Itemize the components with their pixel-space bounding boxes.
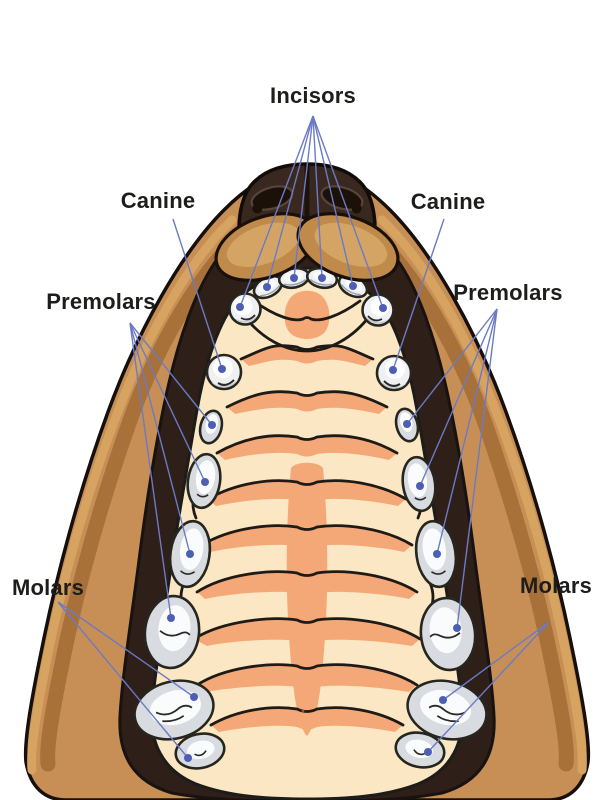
leader-premolars [129, 308, 498, 629]
muzzle-highlight-right [377, 215, 587, 775]
leader-incisors [239, 115, 384, 309]
palate-ridges [175, 290, 439, 736]
palate-speck [301, 709, 305, 713]
label-premolars-right: Premolars [453, 280, 563, 305]
leader-dots [167, 274, 461, 762]
label-canine-left: Canine [120, 188, 196, 213]
tooth-incisor-3-right [361, 293, 395, 327]
label-premolars-left: Premolars [46, 289, 156, 314]
tooth-molar-1-right [406, 679, 488, 741]
label-incisors: Incisors [270, 83, 356, 108]
tooth-molar-2-left [174, 732, 226, 770]
incisive-papilla [284, 290, 330, 339]
ridge-bands [194, 345, 420, 732]
muzzle-shading-right [362, 224, 574, 772]
leader-lines [57, 115, 550, 759]
tooth-incisor-3-left [228, 292, 262, 326]
leader-molars [57, 601, 550, 759]
label-molars-left: Molars [11, 575, 85, 600]
leader-canines [172, 218, 445, 371]
tooth-premolar-4-left [143, 594, 201, 670]
tooth-premolar-4-right [419, 596, 477, 672]
muzzle-shading-left [40, 224, 252, 772]
muzzle-highlight-left [27, 215, 237, 775]
label-molars-right: Molars [519, 573, 593, 598]
nostril-right [320, 185, 364, 214]
label-canine-right: Canine [410, 189, 486, 214]
